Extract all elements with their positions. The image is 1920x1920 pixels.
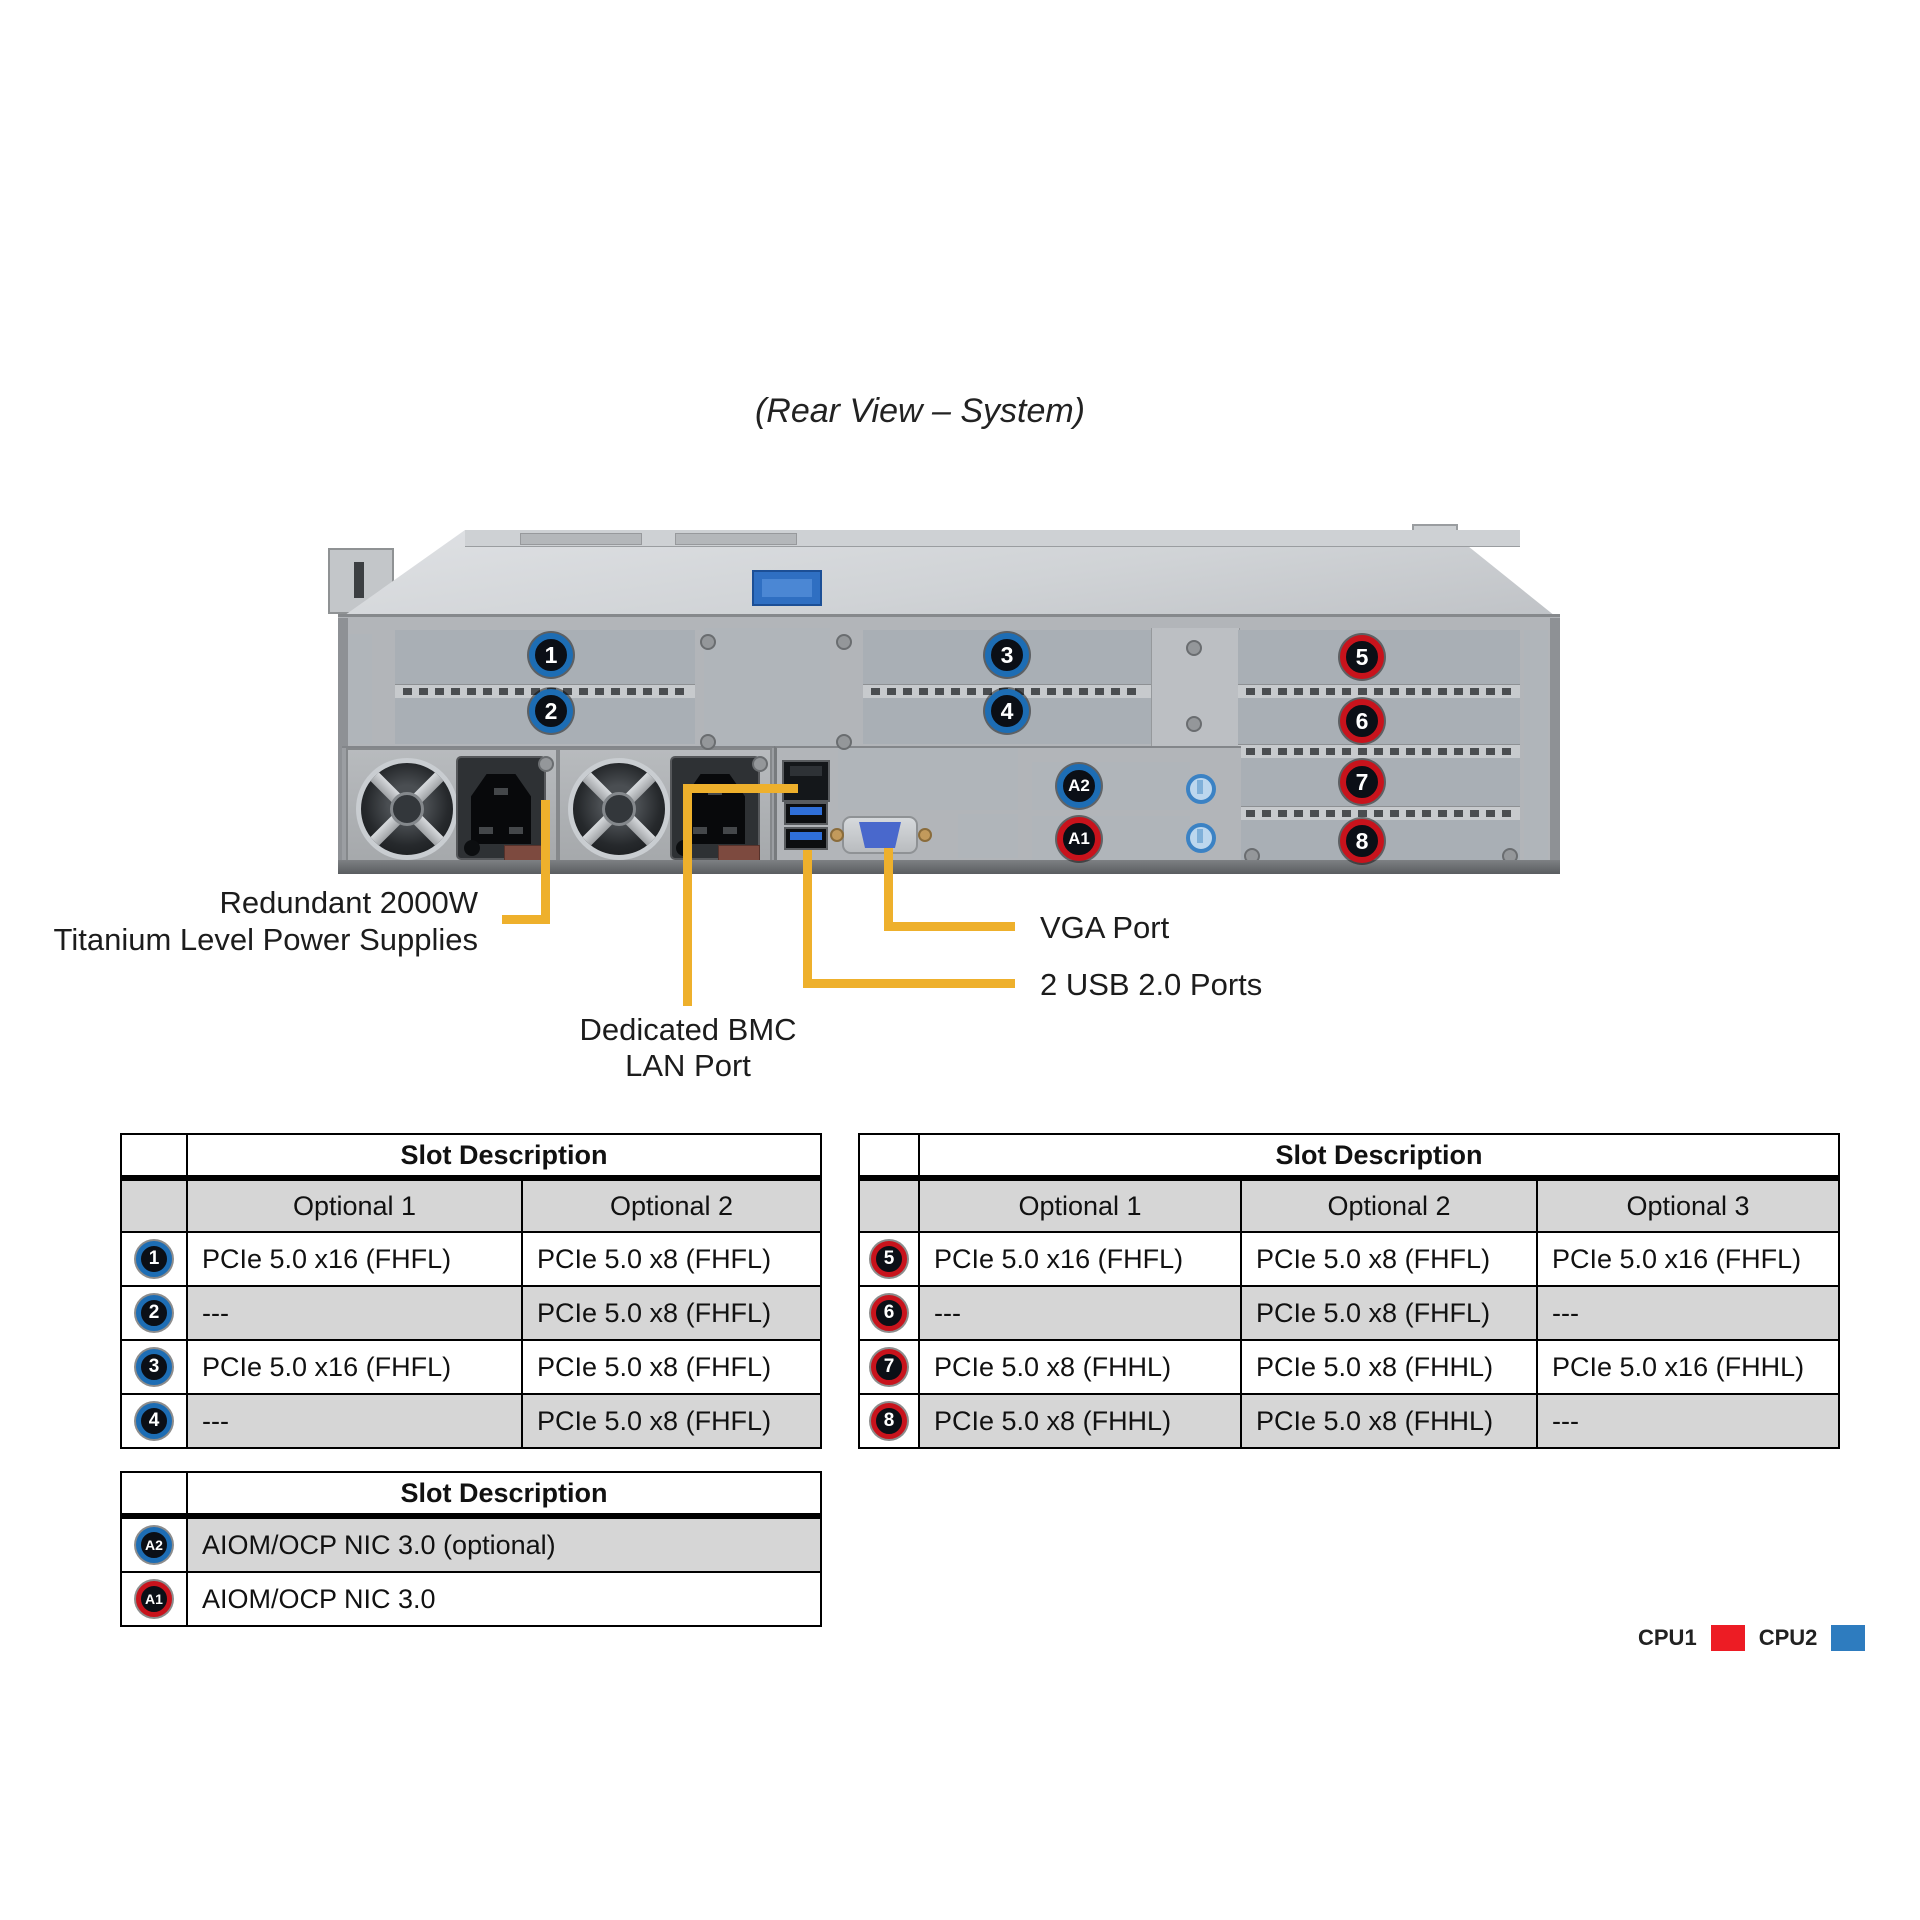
- vga-port: [842, 816, 918, 854]
- screw-icon: [538, 756, 554, 772]
- slot-badge-a1: A1: [136, 1581, 172, 1617]
- usb-port-2: [784, 827, 828, 850]
- slot-table-right: Slot Description Optional 1 Optional 2 O…: [858, 1133, 1841, 1449]
- vga-screw-icon: [830, 828, 844, 842]
- callout-line-vga: [884, 922, 1015, 931]
- slot-badge-1: 1: [136, 1241, 172, 1277]
- slot-badge-4: 4: [985, 689, 1029, 733]
- slot-badge-2: 2: [529, 689, 573, 733]
- cpu1-color-swatch: [1710, 1625, 1745, 1651]
- table-row: 8 PCIe 5.0 x8 (FHHL)PCIe 5.0 x8 (FHHL)--…: [858, 1393, 1841, 1449]
- column-header: Optional 1: [186, 1177, 523, 1233]
- slot-badge-a1: A1: [1057, 817, 1101, 861]
- slot-badge-8: 8: [1340, 819, 1384, 863]
- lid-latch: [520, 533, 642, 545]
- slot-badge-7: 7: [871, 1349, 907, 1385]
- screw-icon: [700, 634, 716, 650]
- table-row: 7 PCIe 5.0 x8 (FHHL)PCIe 5.0 x8 (FHHL)PC…: [858, 1339, 1841, 1395]
- table-row: 4 ---PCIe 5.0 x8 (FHFL): [120, 1393, 822, 1449]
- side-vent-left: [348, 634, 372, 744]
- slot-badge-3: 3: [136, 1349, 172, 1385]
- slot-badge-6: 6: [1340, 699, 1384, 743]
- callout-line-bmc: [683, 784, 692, 1006]
- page-title: (Rear View – System): [754, 392, 1086, 430]
- slot-badge-4: 4: [136, 1403, 172, 1439]
- vga-label: VGA Port: [1040, 910, 1170, 945]
- mounting-ear-left: [328, 548, 394, 614]
- column-header: Optional 1: [918, 1177, 1242, 1233]
- cpu1-label: CPU1: [1638, 1625, 1697, 1650]
- slot-grille-7: [1238, 758, 1520, 806]
- slot-grille-5: [1238, 630, 1520, 684]
- table-row: 2 ---PCIe 5.0 x8 (FHFL): [120, 1285, 822, 1341]
- chassis-left-edge: [338, 618, 348, 862]
- bmc-lan-port: [782, 760, 830, 802]
- screw-icon: [1186, 716, 1202, 732]
- table-row: A2 AIOM/OCP NIC 3.0 (optional): [120, 1515, 822, 1573]
- cpu-legend: CPU1 CPU2: [1638, 1625, 1866, 1651]
- aiom-slot-a1: [1032, 816, 1190, 864]
- slot-table-aiom: Slot Description A2 AIOM/OCP NIC 3.0 (op…: [120, 1471, 822, 1627]
- table-header: Slot Description: [186, 1133, 822, 1181]
- table-row: A1 AIOM/OCP NIC 3.0: [120, 1571, 822, 1627]
- slot-badge-7: 7: [1340, 760, 1384, 804]
- chassis-right-edge: [1550, 618, 1560, 862]
- slot-badge-a2: A2: [136, 1527, 172, 1563]
- slot-badge-5: 5: [871, 1241, 907, 1277]
- chassis-bottom-edge: [338, 860, 1560, 874]
- vga-screw-icon: [918, 828, 932, 842]
- aiom-slot-a2: [1032, 762, 1190, 810]
- slot-badge-1: 1: [529, 633, 573, 677]
- callout-line-psu: [541, 800, 550, 924]
- column-header: Optional 2: [521, 1177, 822, 1233]
- power-supply-2: [558, 748, 772, 866]
- center-vent: [704, 628, 830, 746]
- screw-icon: [836, 634, 852, 650]
- callout-line-vga: [884, 848, 893, 931]
- slot-table-left: Slot Description Optional 1 Optional 2 1…: [120, 1133, 822, 1449]
- column-header: Optional 3: [1535, 1177, 1841, 1233]
- callout-line-psu: [502, 915, 550, 924]
- screw-icon: [836, 734, 852, 750]
- slot-badge-a2: A2: [1057, 764, 1101, 808]
- cpu2-color-swatch: [1831, 1625, 1866, 1651]
- column-header: Optional 2: [1240, 1177, 1538, 1233]
- chassis-top-rim: [465, 530, 1520, 547]
- psu-fan-icon: [356, 758, 458, 860]
- usb-label: 2 USB 2.0 Ports: [1040, 967, 1263, 1002]
- io-vent-small: [958, 814, 1018, 858]
- slot-badge-3: 3: [985, 633, 1029, 677]
- callout-line-usb: [803, 979, 1015, 988]
- screw-icon: [700, 734, 716, 750]
- cpu2-label: CPU2: [1758, 1625, 1818, 1650]
- table-row: 1 PCIe 5.0 x16 (FHFL)PCIe 5.0 x8 (FHFL): [120, 1231, 822, 1287]
- callout-line-bmc: [683, 784, 798, 793]
- slot-badge-6: 6: [871, 1295, 907, 1331]
- table-row: 6 ---PCIe 5.0 x8 (FHFL)---: [858, 1285, 1841, 1341]
- screw-icon: [1186, 640, 1202, 656]
- thumbscrew-icon: [1186, 774, 1216, 804]
- psu-label: Redundant 2000W Titanium Level Power Sup…: [53, 885, 478, 957]
- screw-icon: [752, 756, 768, 772]
- power-supply-1: [346, 748, 558, 866]
- psu-fan-icon: [568, 758, 670, 860]
- thumbscrew-icon: [1186, 823, 1216, 853]
- callout-line-usb: [803, 850, 812, 988]
- side-vent-right: [1524, 630, 1548, 860]
- table-header: Slot Description: [917, 1133, 1841, 1181]
- slot-badge-2: 2: [136, 1295, 172, 1331]
- table-row: 5 PCIe 5.0 x16 (FHFL)PCIe 5.0 x8 (FHFL)P…: [858, 1231, 1841, 1287]
- chassis-label-sticker: [752, 570, 822, 606]
- lid-latch: [675, 533, 797, 545]
- slot-badge-8: 8: [871, 1403, 907, 1439]
- psu-led: [464, 840, 480, 856]
- slot-badge-5: 5: [1340, 635, 1384, 679]
- io-vent: [838, 748, 1018, 810]
- bmc-label: Dedicated BMC LAN Port: [579, 1012, 797, 1083]
- table-row: 3 PCIe 5.0 x16 (FHFL)PCIe 5.0 x8 (FHFL): [120, 1339, 822, 1395]
- table-header: Slot Description: [186, 1471, 822, 1519]
- usb-port-1: [784, 802, 828, 825]
